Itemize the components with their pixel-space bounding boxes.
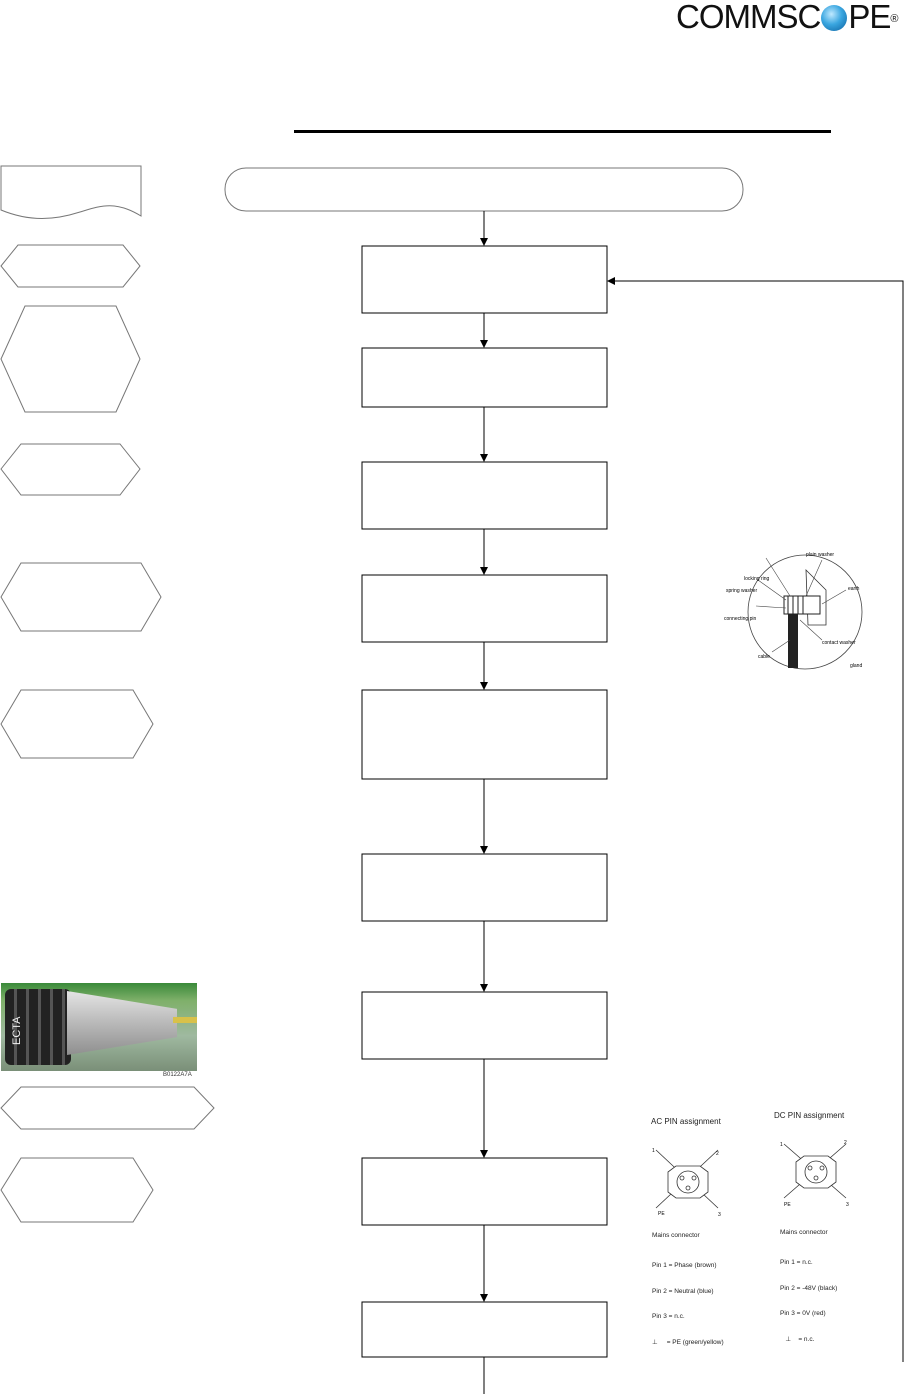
dc-pin-line-4-text: = n.c. <box>798 1335 815 1343</box>
hexagon-shape-7 <box>0 1157 154 1223</box>
start-terminator <box>224 167 744 212</box>
gland-label-cable: cable <box>758 654 770 660</box>
connector-label: ECTA <box>11 1016 23 1045</box>
connector-photo: ECTA <box>1 983 197 1071</box>
title-underline <box>294 130 831 133</box>
process-box-3 <box>361 461 608 530</box>
document-shape <box>0 165 142 219</box>
dc-pin-title: DC PIN assignment <box>774 1111 845 1120</box>
connector-nut <box>5 989 71 1065</box>
gland-label-connecting-pin: connecting pin <box>724 616 756 622</box>
process-box-1 <box>361 245 608 314</box>
dc-pe-label: PE <box>784 1202 791 1208</box>
gland-figure: plain washer locking ring spring washer … <box>724 552 862 670</box>
hexagon-shape-1 <box>0 244 141 288</box>
gland-label-spring-washer: spring washer <box>726 588 757 594</box>
ac-pe-label: PE <box>658 1211 665 1217</box>
gland-label-plain-washer: plain washer <box>806 552 834 558</box>
process-box-2 <box>361 347 608 408</box>
process-box-6 <box>361 853 608 922</box>
hexagon-shape-4 <box>0 562 162 632</box>
dc-pin-line-2: Pin 2 = -48V (black) <box>780 1284 838 1292</box>
ac-pin-2-label: 2 <box>716 1151 719 1157</box>
gland-label-locking-ring: locking ring <box>744 576 770 582</box>
ac-pin-line-2: Pin 2 = Neutral (blue) <box>652 1287 714 1295</box>
ac-pin-line-4-text: = PE (green/yellow) <box>666 1338 724 1346</box>
ac-pin-line-1: Pin 1 = Phase (brown) <box>652 1262 717 1269</box>
process-box-4 <box>361 574 608 643</box>
dc-pin-3-label: 3 <box>846 1202 849 1208</box>
ac-pin-caption: Mains connector <box>652 1232 700 1239</box>
hexagon-shape-3 <box>0 443 141 496</box>
loop-back-line <box>607 277 904 1362</box>
connector-cable <box>173 1017 197 1023</box>
ac-pin-title: AC PIN assignment <box>651 1117 721 1126</box>
ac-pin-line-3: Pin 3 = n.c. <box>652 1313 685 1320</box>
ac-pin-line-4: ⊥ = PE (green/yellow) <box>652 1339 724 1348</box>
earth-symbol-icon: ⊥ <box>652 1338 658 1346</box>
dc-pin-line-1: Pin 1 = n.c. <box>780 1259 813 1266</box>
process-box-5 <box>361 689 608 780</box>
dc-pin-1-label: 1 <box>780 1142 783 1148</box>
ac-connector-drawing <box>655 1149 719 1209</box>
ac-pin-1-label: 1 <box>652 1148 655 1154</box>
ac-pin-3-label: 3 <box>718 1212 721 1218</box>
logo-text: COMMSC <box>676 0 821 35</box>
gland-label-contact-washer: contact washer <box>822 640 856 646</box>
gland-label-earth: earth <box>848 586 860 592</box>
process-box-8 <box>361 1157 608 1226</box>
hexagon-shape-2 <box>0 305 141 413</box>
registered-mark: ® <box>890 13 898 25</box>
logo-text-tail: PE <box>848 0 891 35</box>
commscope-logo: COMMSC PE® <box>676 0 905 40</box>
hexagon-shape-6 <box>0 1086 215 1130</box>
logo-globe-icon <box>821 5 848 31</box>
photo-caption: B0122A7A <box>163 1072 192 1078</box>
dc-pin-2-label: 2 <box>844 1140 847 1146</box>
dc-connector-drawing <box>783 1143 847 1199</box>
process-box-7 <box>361 991 608 1060</box>
connector-body <box>67 991 177 1055</box>
gland-caption: gland <box>850 663 862 669</box>
dc-pin-line-3: Pin 3 = 0V (red) <box>780 1310 826 1317</box>
process-box-9 <box>361 1301 608 1358</box>
earth-symbol-icon: ⊥ <box>780 1335 792 1343</box>
dc-pin-caption: Mains connector <box>780 1229 828 1236</box>
ac-pin-list: Pin 1 = Phase (brown) Pin 2 = Neutral (b… <box>652 1245 724 1356</box>
dc-pin-line-4: ⊥ = n.c. <box>780 1336 837 1345</box>
dc-pin-list: Pin 1 = n.c. Pin 2 = -48V (black) Pin 3 … <box>780 1242 837 1353</box>
hexagon-shape-5 <box>0 689 154 759</box>
